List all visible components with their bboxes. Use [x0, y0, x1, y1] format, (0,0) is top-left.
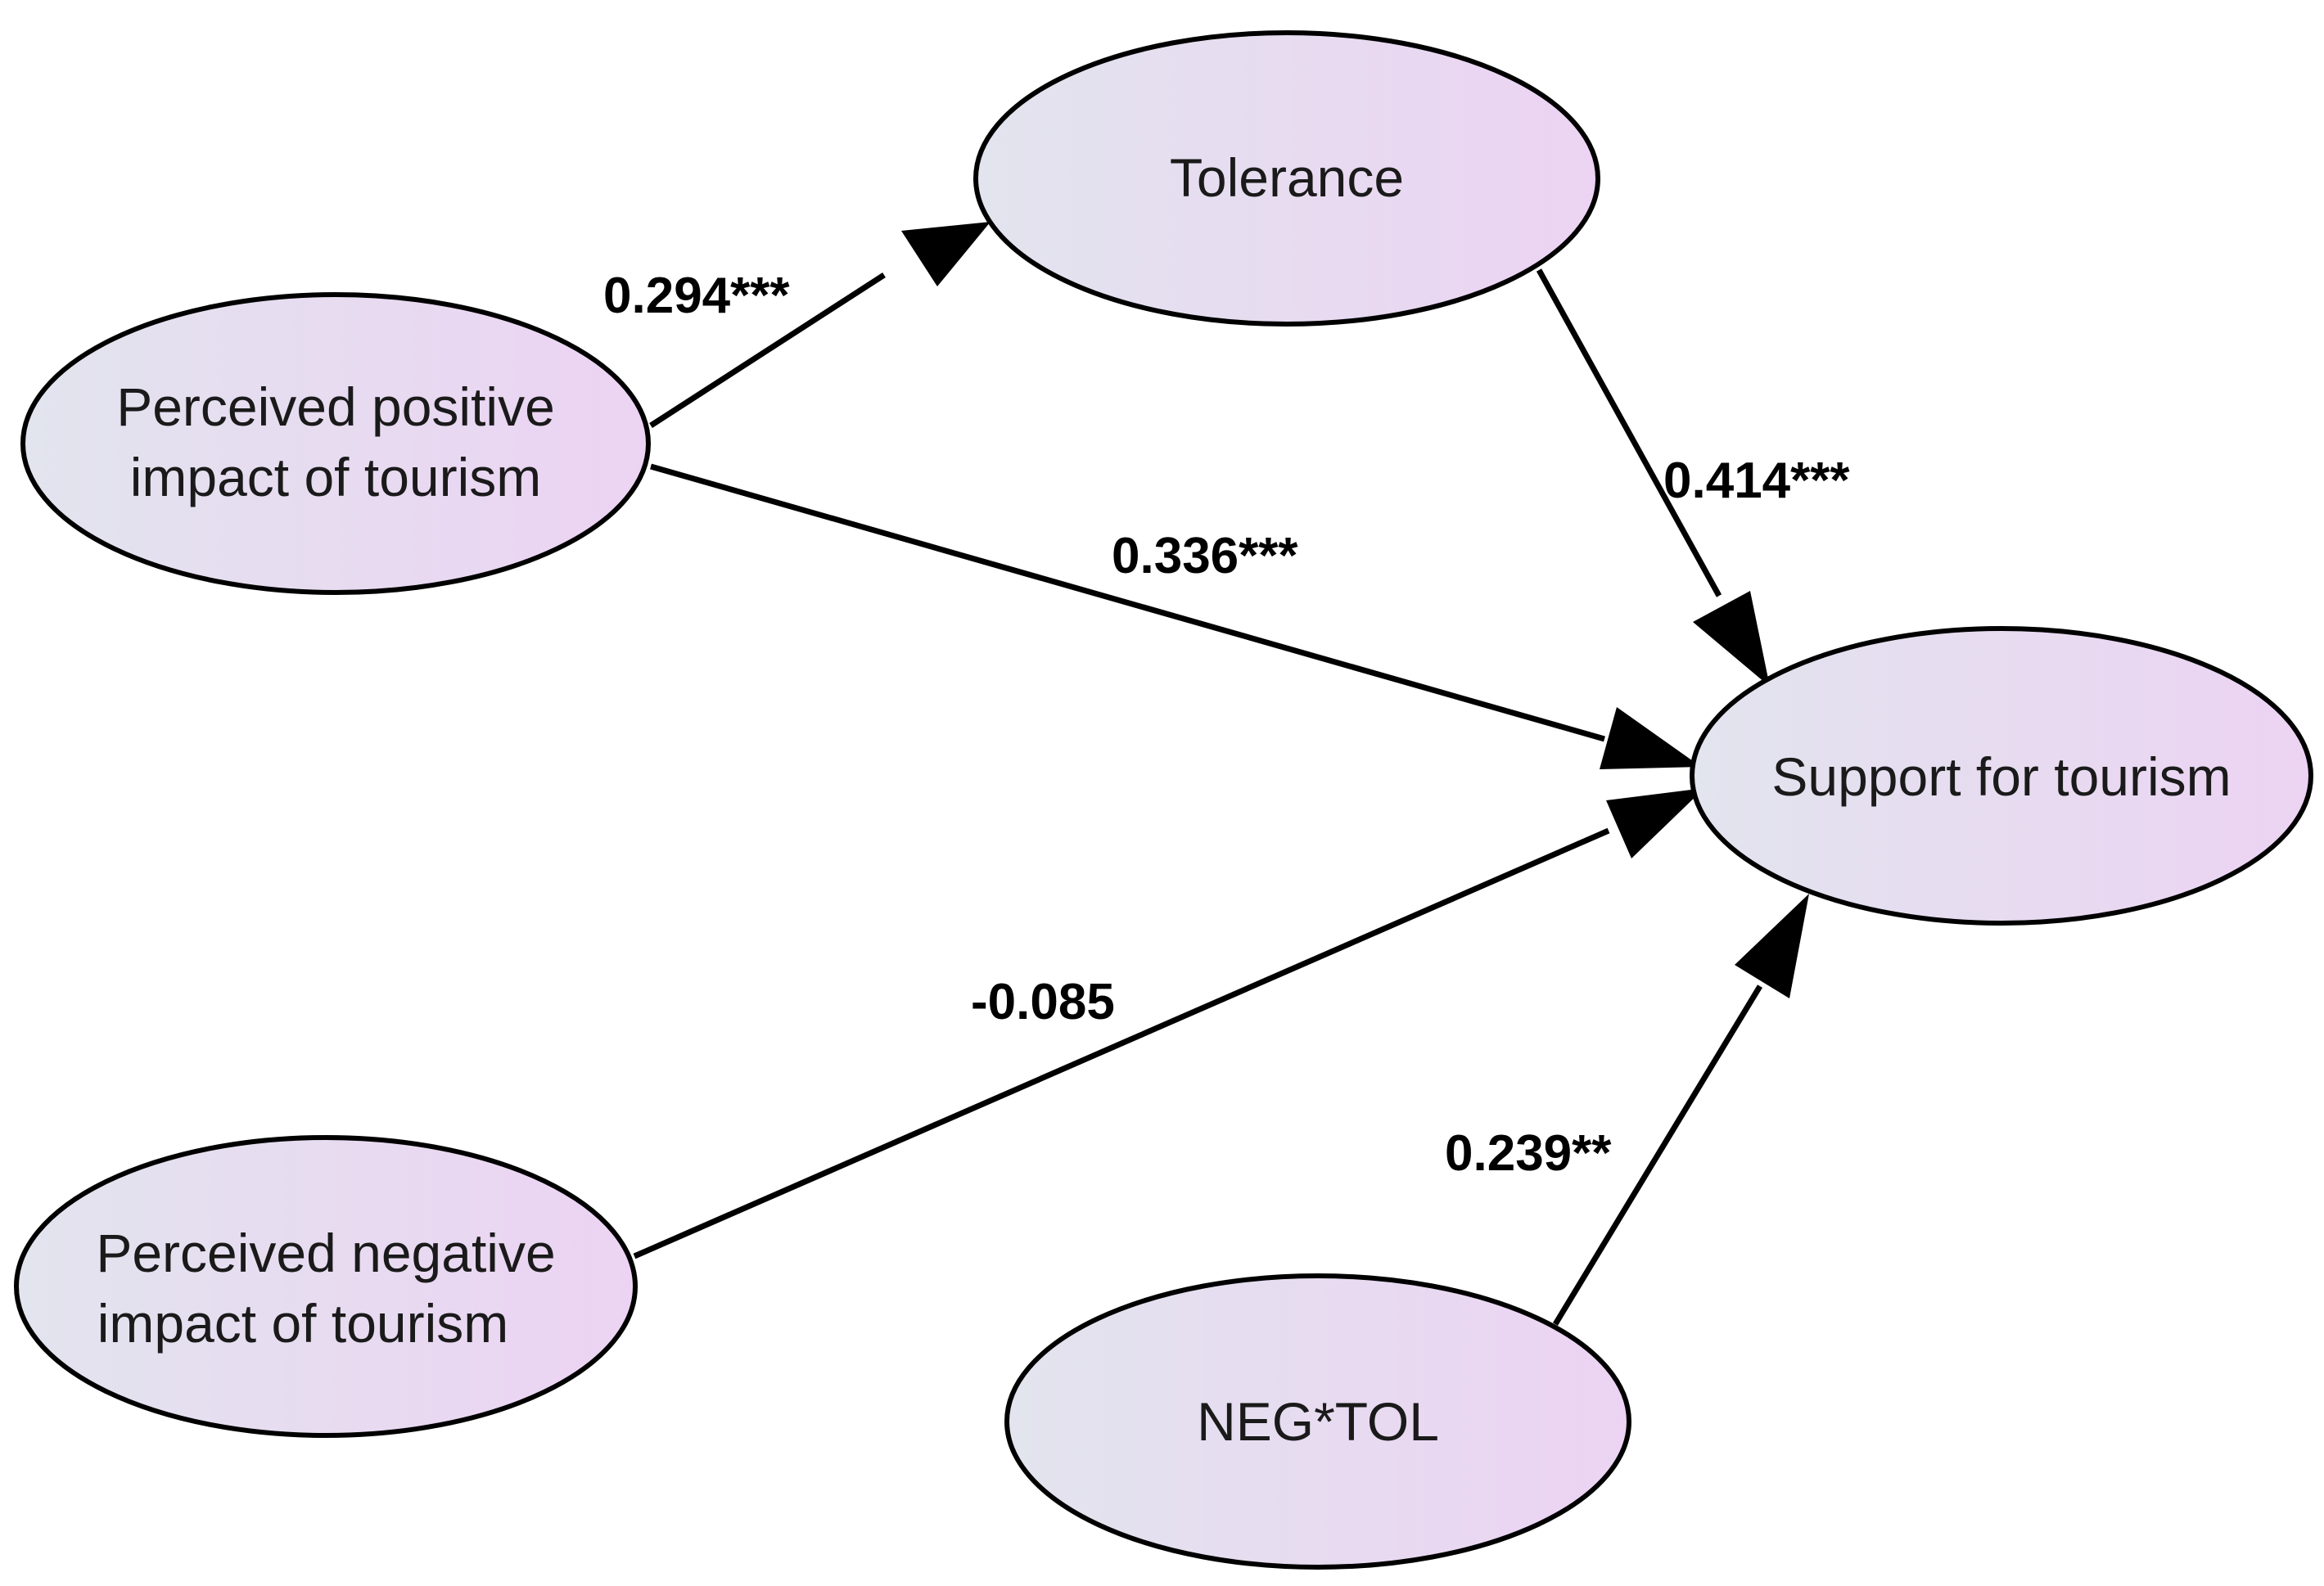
node-label-line2: impact of tourism: [130, 447, 541, 507]
node-ellipse: [1690, 626, 2313, 926]
node-ellipse: [973, 30, 1600, 327]
arrow-head-icon: [1600, 707, 1701, 769]
edge-line: [633, 827, 1610, 1259]
edge-tolerance-to-support: [1536, 268, 1770, 687]
edge-line: [1553, 984, 1762, 1326]
node-label: Support for tourism: [1771, 746, 2231, 807]
node-ellipse: [20, 292, 651, 595]
arrow-head-icon: [1606, 788, 1704, 858]
node-perceived-negative-impact: Perceived negative impact of tourism: [14, 1135, 638, 1438]
coefficient-interaction-to-support: 0.239**: [1445, 1125, 1612, 1182]
node-perceived-positive-impact: Perceived positive impact of tourism: [20, 292, 651, 595]
node-label-line2: impact of tourism: [97, 1293, 508, 1354]
edge-line: [649, 273, 886, 428]
node-label-line1: Perceived negative: [96, 1223, 555, 1283]
arrow-head-icon: [1693, 591, 1770, 687]
coefficient-tolerance-to-support: 0.414***: [1663, 453, 1850, 509]
edge-line: [1536, 268, 1722, 597]
node-support-for-tourism: Support for tourism: [1690, 626, 2313, 926]
edge-positive-to-tolerance: [649, 222, 991, 428]
arrow-head-icon: [1735, 894, 1809, 998]
coefficient-positive-to-tolerance: 0.294***: [603, 268, 790, 324]
node-ellipse: [1004, 1273, 1631, 1570]
node-label: Tolerance: [1170, 147, 1404, 208]
edge-positive-to-support: [650, 463, 1701, 769]
node-tolerance: Tolerance: [973, 30, 1600, 327]
arrow-head-icon: [901, 222, 991, 286]
coefficient-positive-to-support: 0.336***: [1112, 528, 1298, 584]
node-label: NEG*TOL: [1197, 1391, 1439, 1452]
coefficient-negative-to-support: -0.085: [971, 974, 1115, 1030]
node-label-line1: Perceived positive: [116, 376, 555, 437]
node-ellipse: [14, 1135, 638, 1438]
edge-interaction-to-support: [1553, 894, 1809, 1326]
node-neg-tol-interaction: NEG*TOL: [1004, 1273, 1631, 1570]
edge-line: [650, 463, 1605, 742]
edge-negative-to-support: [633, 788, 1704, 1259]
